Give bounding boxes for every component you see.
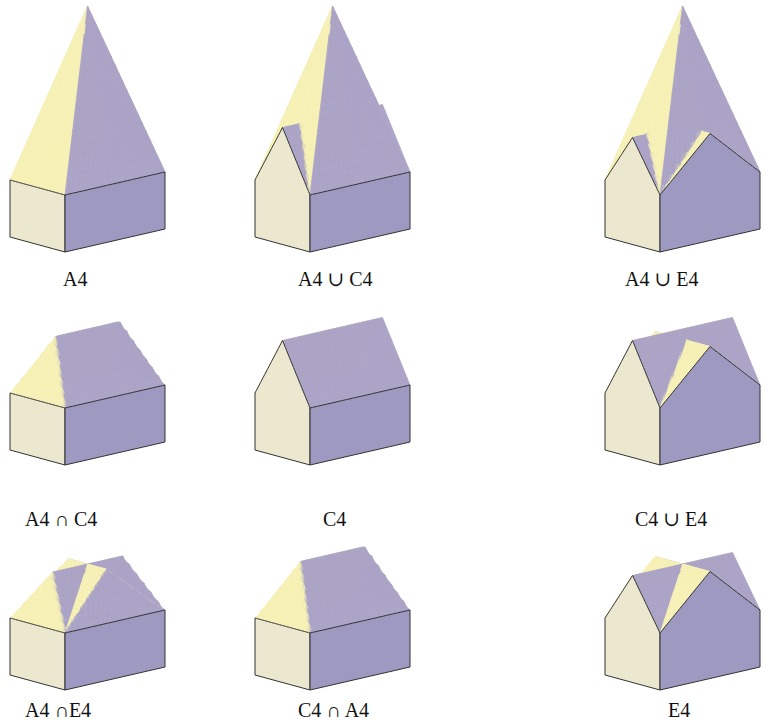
house-shape bbox=[10, 6, 165, 252]
